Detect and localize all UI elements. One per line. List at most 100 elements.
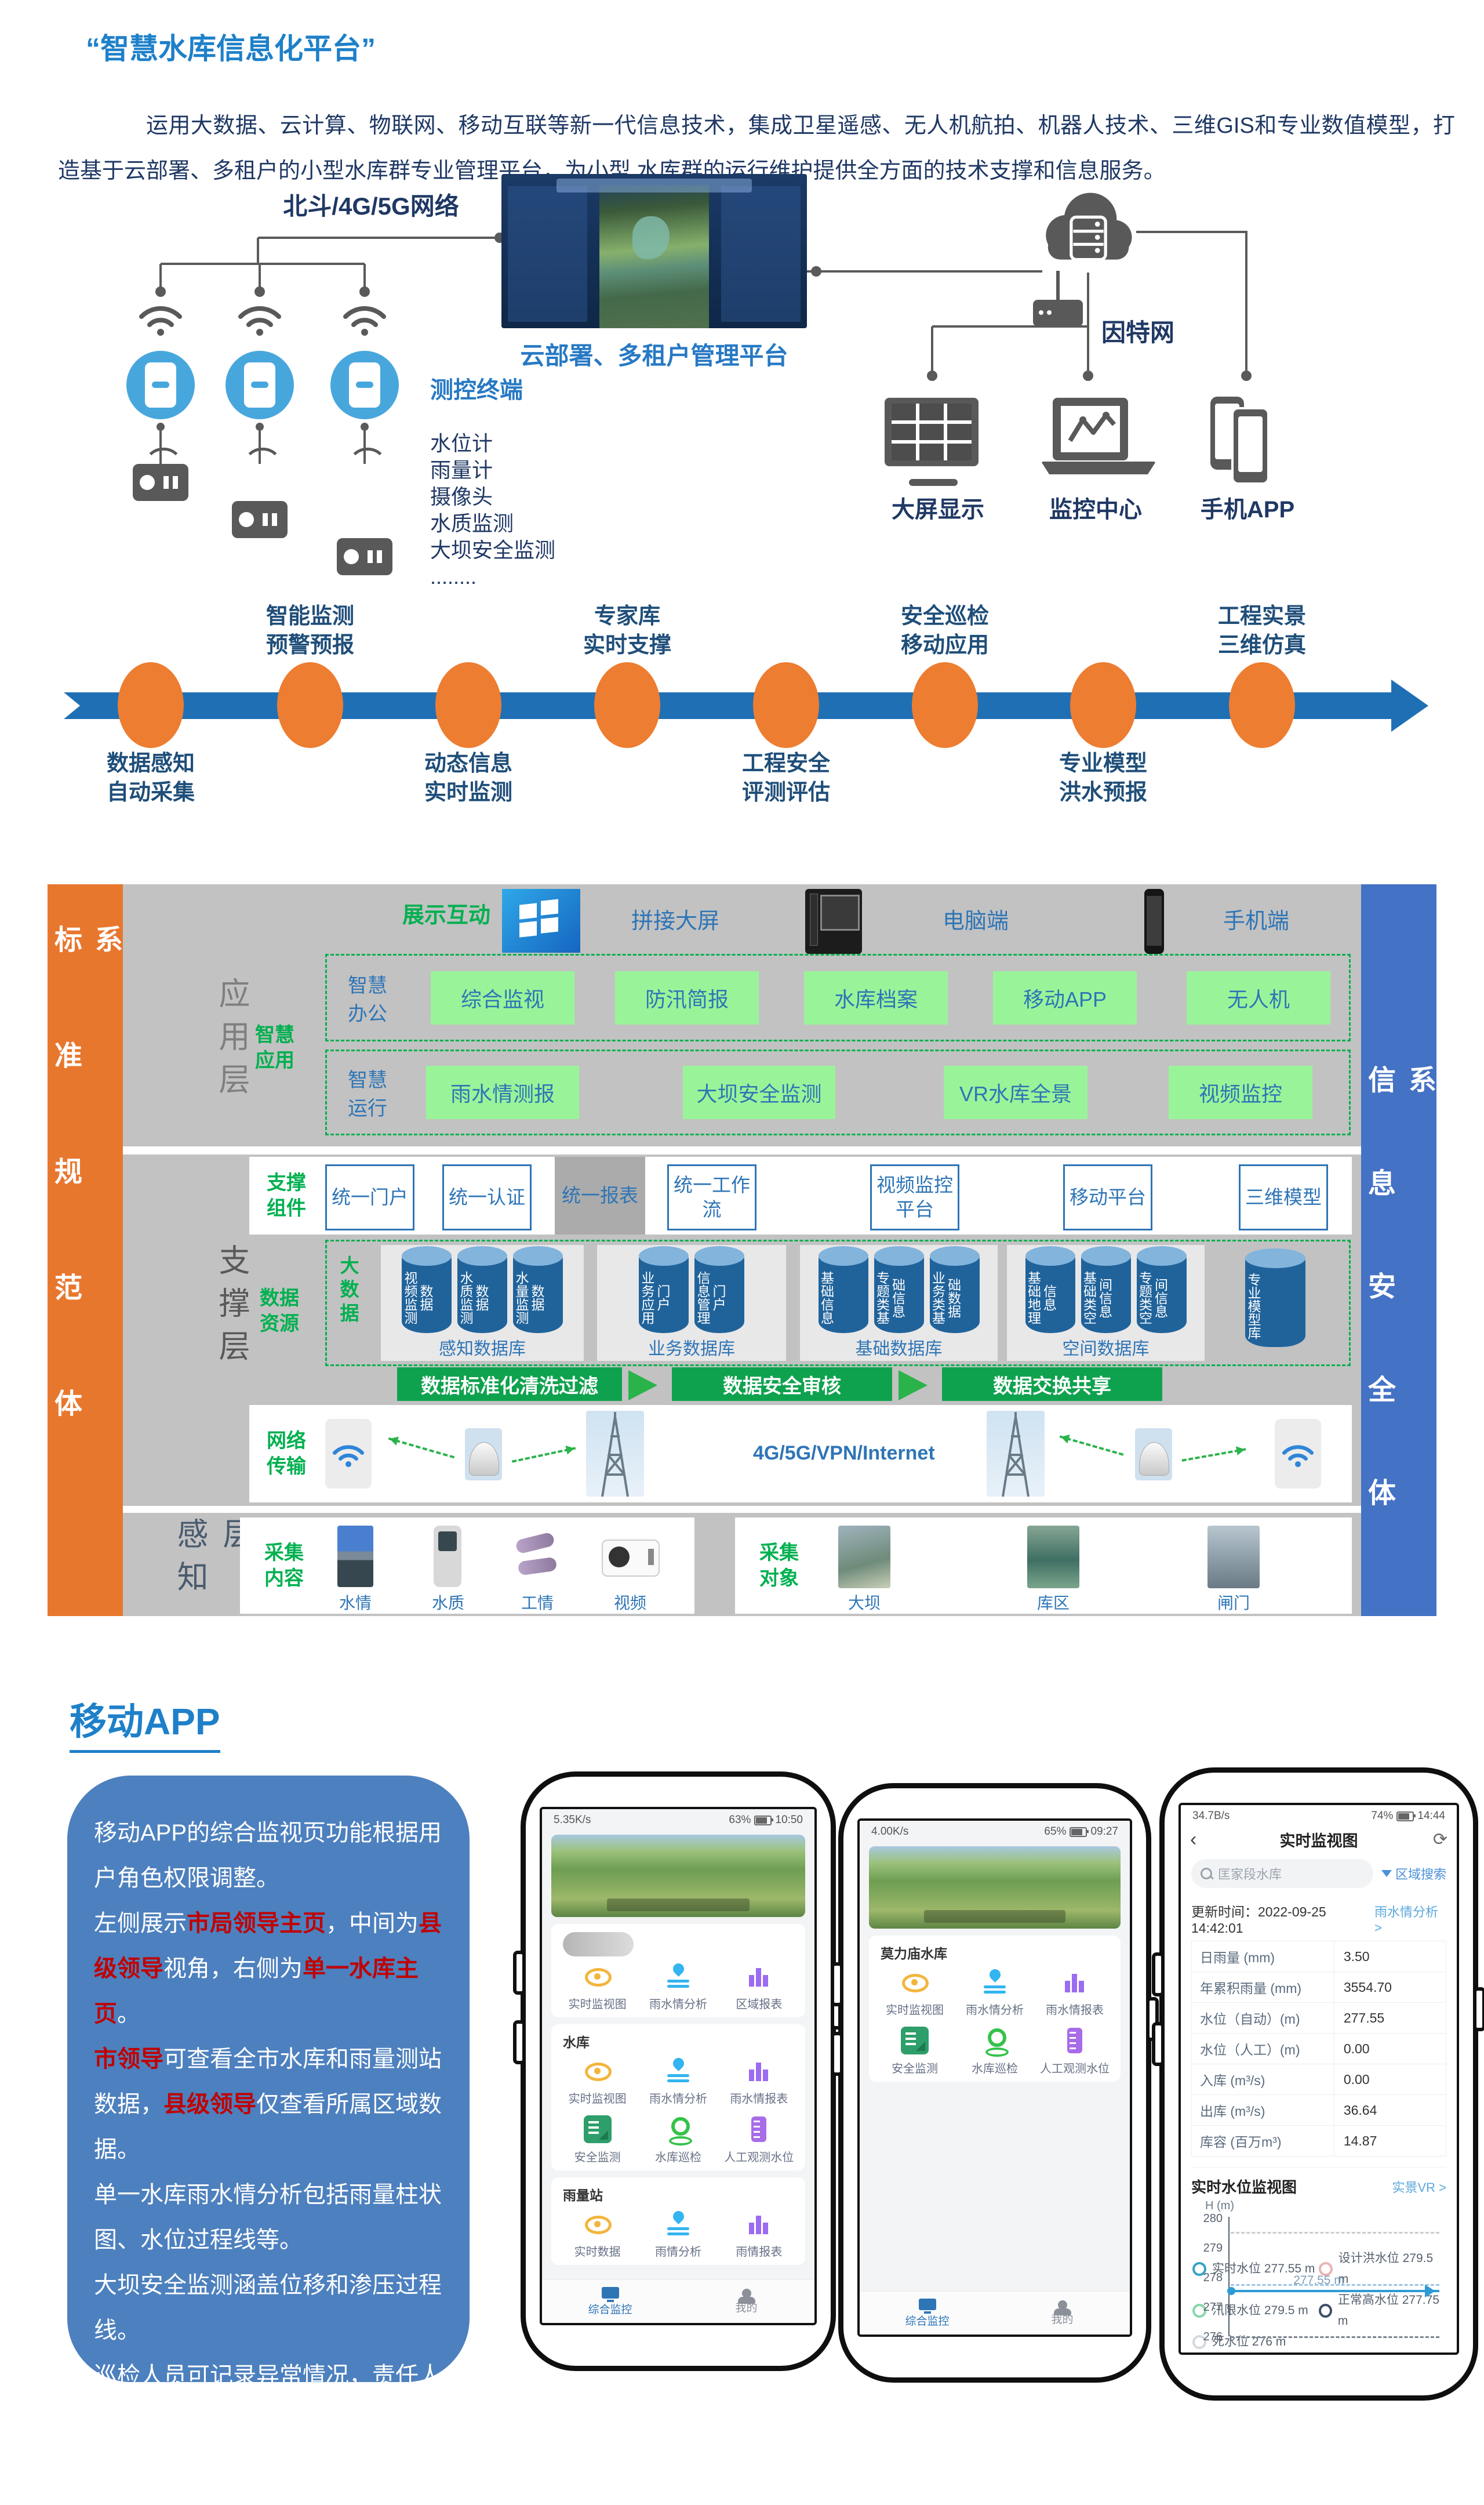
table-row: 水位（自动）(m)277.55 [1191, 2002, 1447, 2034]
db-cylinder: 专题类基础信息 [874, 1246, 924, 1333]
legend-item: 正常高水位 277.75 m [1319, 2290, 1445, 2332]
data-resource-box: 大数据 视频监测数据 水质监测数据 水量监测数据 感知数据库 业务应用门户 信息… [325, 1240, 1351, 1366]
nav-monitor[interactable]: 综合监控 [860, 2298, 995, 2328]
endpoint-label-screen: 大屏显示 [892, 497, 984, 522]
collection-object-box: 采集对象 大坝 库区 闸门 [735, 1517, 1352, 1614]
nav-profile[interactable]: 我的 [995, 2300, 1130, 2326]
component-box: 统一认证 [442, 1164, 532, 1230]
feature-rain-analysis[interactable]: 雨水情分析 [638, 1962, 718, 2012]
water-drop-icon [664, 2210, 692, 2238]
vr-link[interactable]: 实景VR > [1392, 2180, 1446, 2195]
reservoir-card: 水库 实时监视图 雨水情分析 雨水情报表 安全监测 水库巡检 人工观测水位 [551, 2024, 805, 2170]
timeline-node [277, 662, 343, 748]
feature-rain-report[interactable]: 雨水情报表 [1035, 1968, 1115, 2017]
desc-text: 单一水库雨水情分析包括雨量柱状图、水位过程线等。 [94, 2182, 442, 2253]
feature-safety-monitor[interactable]: 安全监测 [557, 2115, 638, 2165]
bar-chart-icon [745, 1962, 773, 1990]
document-icon [583, 2115, 612, 2143]
feature-realtime-map[interactable]: 实时监视图 [557, 2057, 638, 2106]
table-row: 水位（人工）(m)0.00 [1191, 2033, 1447, 2064]
y-tick: 280 [1203, 2212, 1223, 2225]
app-button[interactable]: 综合监视 [431, 971, 574, 1025]
feature-safety-monitor[interactable]: 安全监测 [875, 2027, 955, 2076]
timeline-node [1229, 662, 1295, 748]
telemetry-terminal-icon [330, 351, 399, 419]
timeline-arrow [64, 692, 1392, 719]
desc-highlight: 县级领导 [163, 2092, 256, 2117]
db-cylinder: 基础地理信息 [1025, 1246, 1075, 1333]
rain-analysis-link[interactable]: 雨水情分析 > [1374, 1904, 1438, 1935]
satellite-dome-icon [1135, 1428, 1172, 1480]
region-search-button[interactable]: 区域搜索 [1381, 1864, 1446, 1883]
sensor-item: 水位计 [430, 431, 493, 455]
feature-rain-report[interactable]: 雨情报表 [719, 2210, 799, 2259]
app-button[interactable]: 雨水情测报 [426, 1066, 579, 1119]
app-button[interactable]: VR水库全景 [944, 1066, 1087, 1119]
collection-item-caption: 工情 [521, 1594, 554, 1612]
feature-inspection[interactable]: 水库巡检 [955, 2027, 1035, 2076]
standards-bar: 标准规范体系 [48, 884, 123, 1616]
feature-rain-analysis[interactable]: 雨水情分析 [955, 1968, 1035, 2017]
feature-rain-report[interactable]: 雨水情报表 [719, 2057, 799, 2106]
collection-item-caption: 视频 [613, 1594, 646, 1612]
network-transmission-label: 网络传输 [267, 1430, 306, 1477]
bottom-nav: 综合监控 我的 [860, 2291, 1130, 2335]
y-tick: 276 [1203, 2330, 1223, 2343]
db-cylinder: 基础信息 [818, 1246, 868, 1333]
timeline-node [912, 662, 978, 748]
display-interact-label: 展示互动 [402, 903, 491, 928]
phone-side-button [831, 2032, 843, 2076]
person-icon [737, 2288, 755, 2304]
object-item-caption: 闸门 [1217, 1594, 1250, 1612]
app-button[interactable]: 水库档案 [804, 971, 948, 1025]
dashed-arrow-icon [511, 1447, 576, 1463]
app-button[interactable]: 大坝安全监测 [683, 1066, 835, 1119]
feature-manual-level[interactable]: 人工观测水位 [719, 2115, 799, 2165]
y-tick: 279 [1203, 2242, 1223, 2254]
chart-title: 实时水位监视图 [1191, 2179, 1297, 2196]
component-box: 移动平台 [1063, 1164, 1152, 1230]
eye-icon [584, 2057, 612, 2085]
feature-manual-level[interactable]: 人工观测水位 [1035, 2027, 1115, 2076]
db-cylinder: 业务类基础数据 [929, 1246, 980, 1333]
video-camera-image [602, 1540, 660, 1577]
region-card: 实时监视图 雨水情分析 区域报表 [551, 1924, 805, 2017]
ruler-icon [745, 2115, 773, 2143]
back-button[interactable]: ‹ [1190, 1828, 1197, 1850]
db-cylinder: 基础类空间信息 [1081, 1246, 1131, 1333]
app-button[interactable]: 视频监控 [1169, 1066, 1312, 1119]
nav-monitor[interactable]: 综合监控 [542, 2286, 678, 2317]
app-button[interactable]: 防汛简报 [615, 971, 759, 1025]
feature-realtime-map[interactable]: 实时监视图 [875, 1968, 955, 2017]
app-button[interactable]: 移动APP [993, 971, 1137, 1025]
person-icon [1053, 2300, 1071, 2315]
flow-arrow-icon [899, 1370, 928, 1400]
y-axis [1228, 2217, 1230, 2336]
y-tick: 278 [1203, 2271, 1223, 2284]
wifi-icon [1275, 1419, 1321, 1489]
db-group-sense: 视频监测数据 水质监测数据 水量监测数据 感知数据库 [381, 1245, 584, 1361]
feature-inspection[interactable]: 水库巡检 [638, 2115, 718, 2165]
feature-realtime-data[interactable]: 实时数据 [557, 2210, 638, 2259]
app-button[interactable]: 无人机 [1187, 971, 1330, 1025]
water-quality-device-image [434, 1526, 461, 1587]
object-item-caption: 库区 [1036, 1594, 1070, 1612]
feature-realtime-map[interactable]: 实时监视图 [557, 1962, 638, 2012]
data-resource-label: 数据资源 [260, 1287, 299, 1335]
feature-rain-analysis[interactable]: 雨水情分析 [638, 2057, 718, 2106]
telemetry-terminal-icon [225, 351, 294, 419]
nav-profile[interactable]: 我的 [678, 2288, 814, 2315]
page-title: 实时监视图 [1279, 1832, 1358, 1850]
endpoint-label-app: 手机APP [1200, 497, 1295, 522]
feature-rain-analysis[interactable]: 雨情分析 [638, 2210, 718, 2259]
timeline-node [118, 662, 184, 748]
desc-text: 巡检人员可记录异常情况，责任人可上报水位观测数据，管理员可跨水库上报。 [94, 2363, 442, 2479]
refresh-button[interactable]: ⟳ [1432, 1830, 1447, 1849]
desc-text: ，中间为 [326, 1911, 419, 1936]
feature-region-report[interactable]: 区域报表 [719, 1962, 799, 2012]
desc-text: 移动APP的综合监视页功能根据用户角色权限调整。 [94, 1820, 442, 1891]
desc-highlight: 市局领导主页 [187, 1911, 326, 1936]
search-input[interactable]: 匡家段水库 [1191, 1859, 1373, 1888]
